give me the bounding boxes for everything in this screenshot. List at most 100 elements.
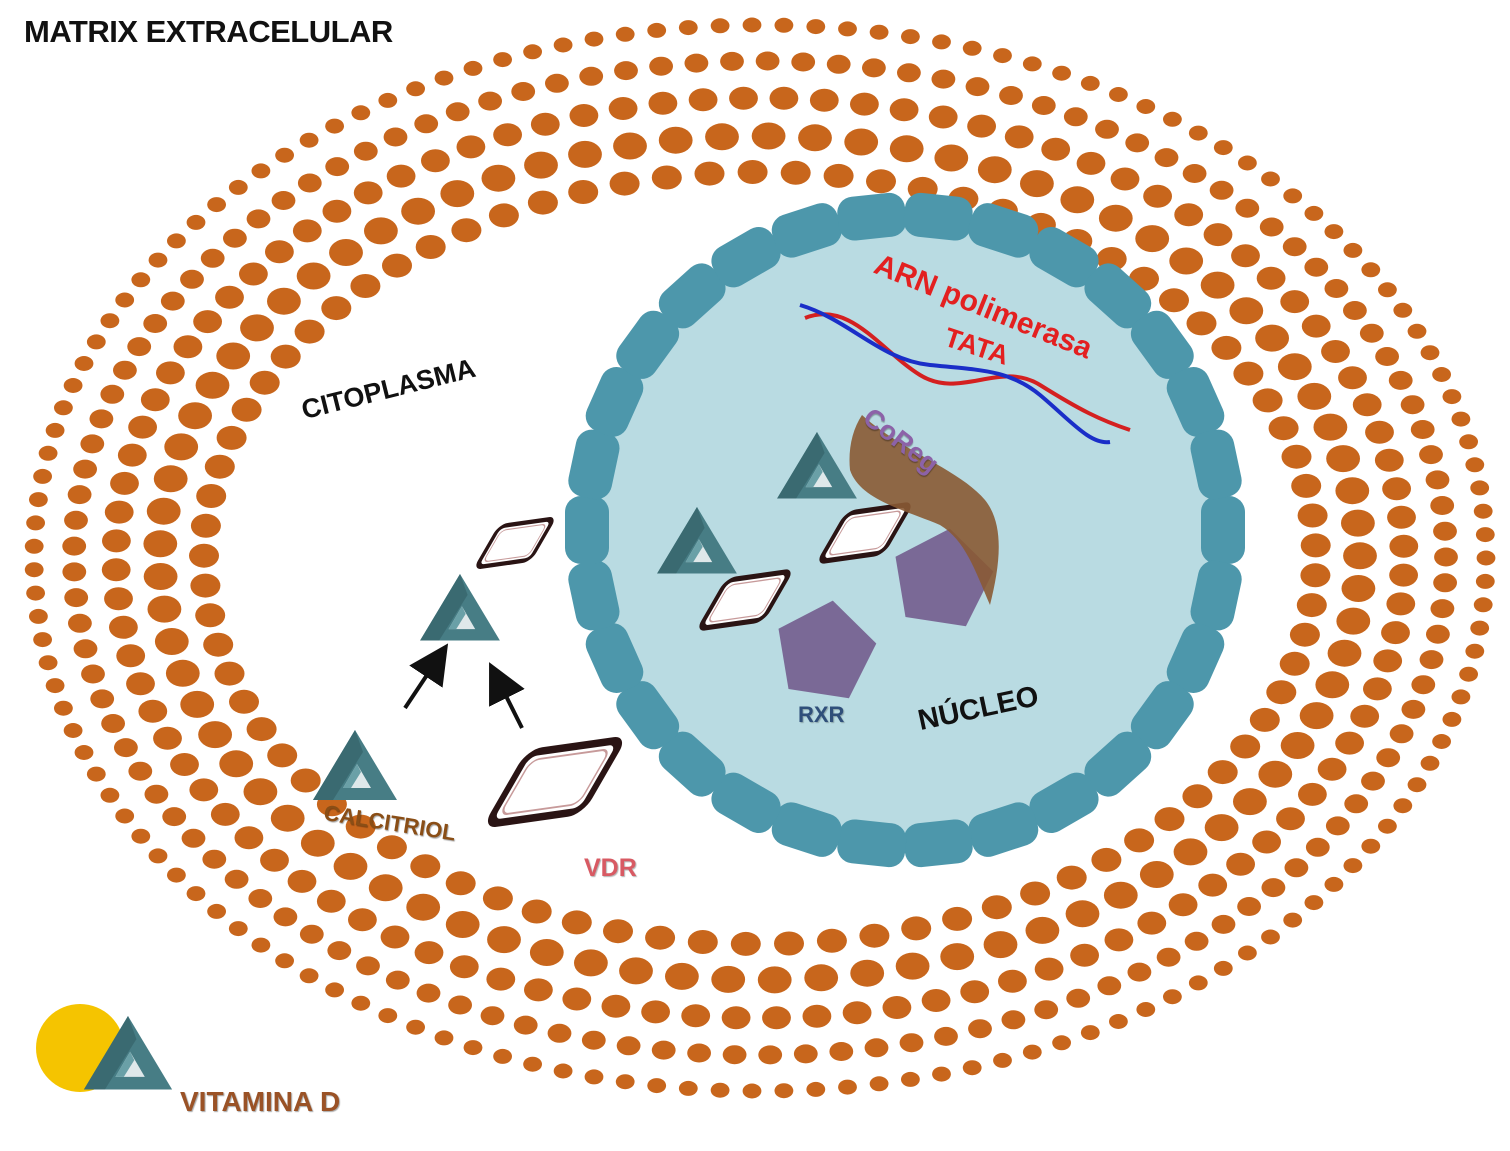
membrane-dot [299,132,319,148]
membrane-dot [1279,651,1310,676]
membrane-dot [1255,324,1289,352]
membrane-dot [1098,204,1133,232]
membrane-dot [897,63,921,83]
membrane-dot [1137,911,1167,935]
membrane-dot [1277,353,1312,381]
membrane-dot [722,1045,747,1065]
membrane-dot [1324,279,1349,298]
membrane-dot [1373,649,1403,673]
membrane-dot [1110,167,1140,191]
membrane-dot [1159,288,1189,313]
membrane-dot [1459,666,1478,682]
membrane-dot [351,995,371,1011]
membrane-dot [1300,563,1331,588]
membrane-dot [329,239,363,266]
membrane-dot [62,536,87,556]
membrane-dot [1213,960,1233,976]
membrane-dot [901,1071,920,1087]
membrane-dot [229,689,259,714]
membrane-dot [641,1000,670,1024]
membrane-dot [826,54,851,74]
membrane-dot [1299,702,1334,730]
membrane-dot [1252,388,1283,413]
membrane-dot [838,21,857,37]
membrane-dot [189,543,219,568]
membrane-dot [1211,914,1236,934]
membrane-dot [356,956,380,976]
membrane-dot [196,484,227,508]
membrane-dot [207,197,227,213]
membrane-dot [1389,724,1414,744]
calcitriol-vdr-receptor [476,517,554,569]
membrane-dot [80,434,105,454]
membrane-dot [1261,878,1286,898]
membrane-dot [1052,1035,1071,1051]
membrane-dot [1256,266,1286,290]
membrane-dot [1401,699,1426,719]
membrane-dot [1135,225,1170,253]
membrane-dot [448,995,472,1015]
membrane-dot [1229,297,1264,325]
membrane-dot [481,164,516,192]
membrane-dot [1300,533,1331,558]
membrane-dot [63,723,83,738]
membrane-dot [1476,550,1496,566]
membrane-dot [322,199,352,223]
membrane-dot [267,743,298,768]
membrane-dot [931,69,956,89]
membrane-dot [1095,119,1119,139]
membrane-dot [210,802,240,826]
membrane-dot [1475,527,1495,543]
membrane-dot [415,235,446,259]
membrane-dot [248,889,273,908]
membrane-dot [143,563,178,590]
ligand-facet-dark [313,730,363,800]
calcitriol-ligand [313,730,397,800]
membrane-dot [383,127,408,147]
membrane-dot [1001,1010,1026,1030]
membrane-dot [90,689,115,709]
membrane-dot [162,807,187,827]
membrane-dot [1298,782,1327,806]
membrane-dot [449,955,479,979]
membrane-dot [1420,345,1440,361]
membrane-dot [73,459,97,479]
membrane-dot [1442,389,1462,405]
membrane-dot [1065,900,1100,928]
membrane-dot [684,53,709,73]
membrane-dot [1363,677,1392,701]
calcitriol-vdr-ligand [420,574,500,641]
membrane-dot [1430,599,1455,619]
membrane-dot [189,778,219,802]
nuclear-envelope-segment [1084,263,1152,329]
membrane-dot [406,893,441,921]
dna-strands [799,303,1131,445]
membrane-dot [561,910,592,935]
membrane-dot [67,485,92,505]
membrane-dot [934,144,969,172]
membrane-dot [1296,593,1327,618]
membrane-dot [859,923,890,948]
membrane-dot [1433,521,1457,541]
membrane-dot [24,538,44,554]
membrane-dot [148,252,168,268]
membrane-dot [273,907,298,927]
membrane-dot [178,402,213,430]
membrane-dot [463,60,483,76]
membrane-dot [829,1042,854,1061]
nuclear-envelope-segment [658,263,726,329]
membrane-dot [619,957,653,985]
nuclear-envelope-segment [1190,560,1242,631]
membrane-dot [353,141,378,161]
nuclear-envelope-segment [837,192,907,241]
membrane-dot [649,56,673,76]
membrane-dot [287,869,317,893]
membrane-dot [804,964,839,992]
ligand-facet-dark [83,1016,137,1090]
membrane-dot [100,384,125,404]
membrane-dot [1410,420,1435,439]
membrane-dot [774,931,804,956]
membrane-dot [190,573,221,598]
membrane-dot [1156,947,1181,967]
